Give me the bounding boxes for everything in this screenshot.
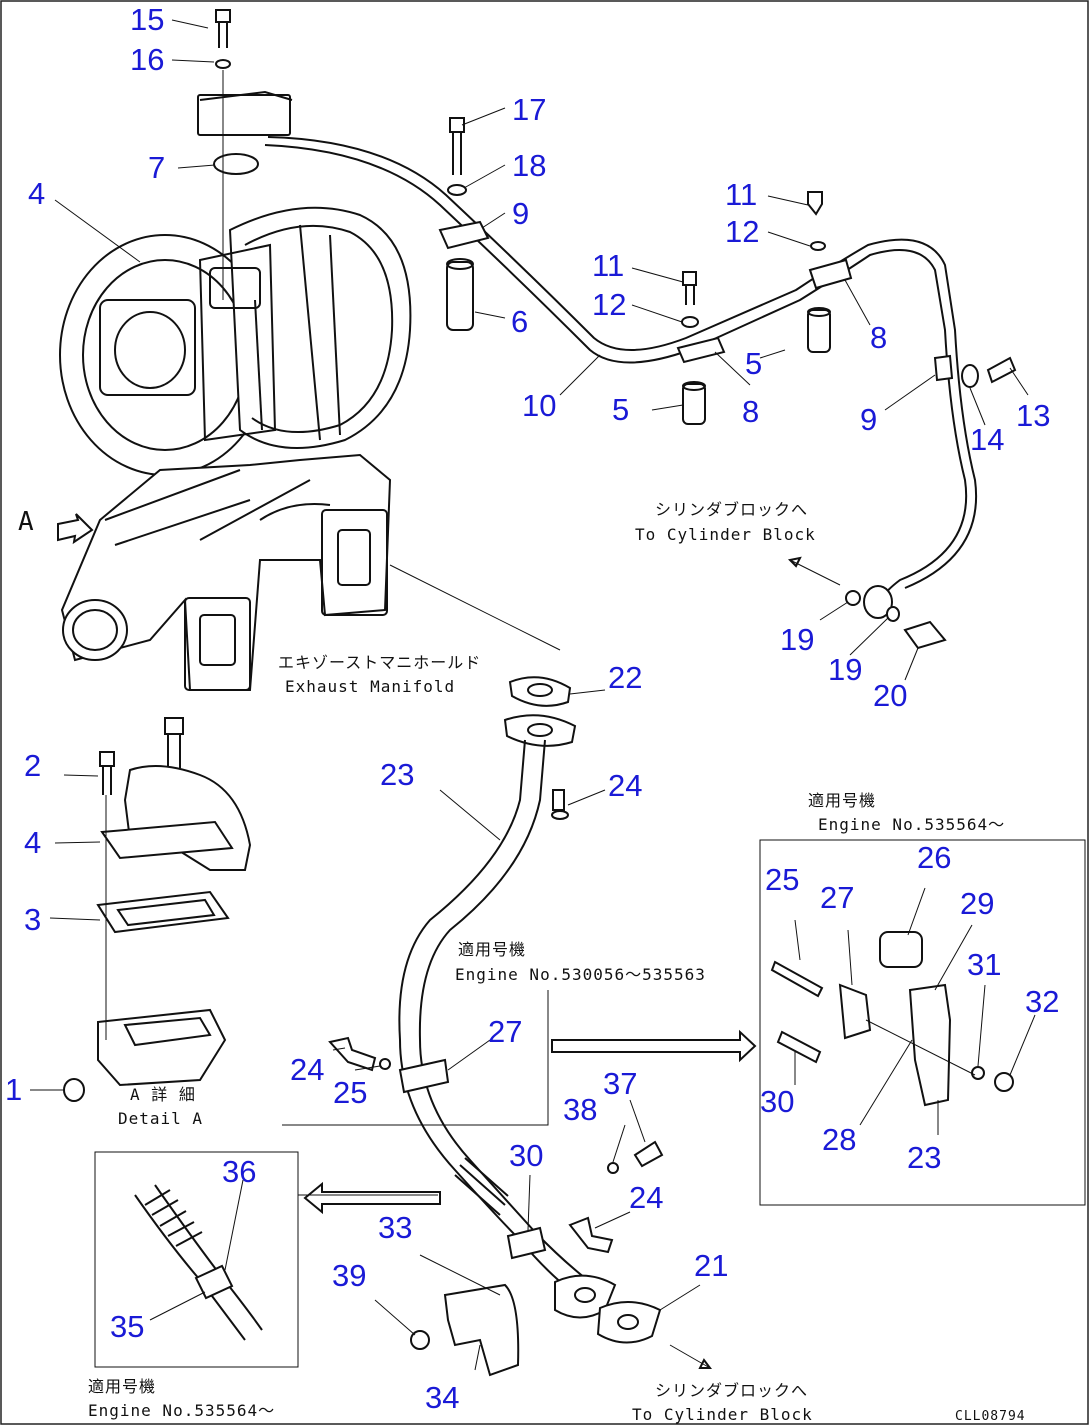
exhaust-manifold-jp-label: エキゾーストマニホールド xyxy=(278,653,481,672)
callout-22: 22 xyxy=(608,660,642,695)
callout-20: 20 xyxy=(873,678,907,713)
turbocharger-drawing xyxy=(59,206,412,476)
callout-29: 29 xyxy=(960,886,994,921)
callout-7: 7 xyxy=(148,150,165,185)
callout-1: 1 xyxy=(5,1072,22,1107)
text-labels: A シリンダブロックへ To Cylinder Block エキゾーストマニホー… xyxy=(18,500,1026,1424)
to-cylinder-block-label: To Cylinder Block xyxy=(635,525,816,544)
callout-31: 31 xyxy=(967,947,1001,982)
exhaust-manifold-drawing xyxy=(60,453,392,691)
applicable-serial-jp-label: 適用号機 xyxy=(458,940,526,959)
applicable-serial-label: Engine No.530056～535563 xyxy=(455,965,706,984)
callout-5: 5 xyxy=(745,346,762,381)
detail-a-jp-label: A 詳 細 xyxy=(130,1085,196,1104)
exhaust-manifold-label: Exhaust Manifold xyxy=(285,677,455,696)
callout-11: 11 xyxy=(592,248,624,283)
leader-lines xyxy=(30,19,1036,1371)
callout-24: 24 xyxy=(629,1180,663,1215)
callout-27: 27 xyxy=(488,1014,522,1049)
callout-38: 38 xyxy=(563,1092,597,1127)
callout-23: 23 xyxy=(380,757,414,792)
to-cylinder-block-label: To Cylinder Block xyxy=(632,1405,813,1424)
callout-24: 24 xyxy=(608,768,642,803)
callout-9: 9 xyxy=(860,402,877,437)
applicable-serial-label: Engine No.535564～ xyxy=(818,815,1005,834)
to-cylinder-block-jp-label: シリンダブロックへ xyxy=(655,1381,808,1400)
callout-24: 24 xyxy=(290,1052,324,1087)
callout-4: 4 xyxy=(24,825,41,860)
callout-3: 3 xyxy=(24,902,41,937)
callout-39: 39 xyxy=(332,1258,366,1293)
callout-numbers: 15 16 7 4 17 18 9 11 12 11 12 8 6 5 8 10… xyxy=(5,2,1059,1415)
callout-17: 17 xyxy=(512,92,546,127)
callout-33: 33 xyxy=(378,1210,412,1245)
figure-code: CLL08794 xyxy=(955,1409,1026,1424)
callout-34: 34 xyxy=(425,1380,459,1415)
callout-13: 13 xyxy=(1016,398,1050,433)
callout-19: 19 xyxy=(828,652,862,687)
callout-12: 12 xyxy=(725,214,759,249)
detail-a-drawing xyxy=(63,717,252,1102)
callout-8: 8 xyxy=(742,394,759,429)
view-arrow-label: A xyxy=(18,507,35,537)
right-detail-box xyxy=(759,839,1086,1206)
oil-tube-upper xyxy=(197,90,978,619)
callout-23: 23 xyxy=(907,1140,941,1175)
callout-14: 14 xyxy=(970,422,1004,457)
callout-36: 36 xyxy=(222,1154,256,1189)
callout-27: 27 xyxy=(820,880,854,915)
callout-4: 4 xyxy=(28,176,45,211)
applicable-serial-label: Engine No.535564～ xyxy=(88,1401,275,1420)
applicable-serial-jp-label: 適用号機 xyxy=(88,1377,156,1396)
callout-16: 16 xyxy=(130,42,164,77)
callout-8: 8 xyxy=(870,320,887,355)
callout-25: 25 xyxy=(333,1075,367,1110)
to-cylinder-block-jp-label: シリンダブロックへ xyxy=(655,500,808,519)
callout-30: 30 xyxy=(760,1084,794,1119)
callout-18: 18 xyxy=(512,148,546,183)
callout-11: 11 xyxy=(725,177,757,212)
callout-9: 9 xyxy=(512,196,529,231)
detail-a-label: Detail A xyxy=(118,1109,203,1128)
callout-6: 6 xyxy=(511,304,528,339)
callout-32: 32 xyxy=(1025,984,1059,1019)
callout-19: 19 xyxy=(780,622,814,657)
callout-37: 37 xyxy=(603,1066,637,1101)
callout-12: 12 xyxy=(592,287,626,322)
oil-return-tube xyxy=(328,676,664,1377)
callout-26: 26 xyxy=(917,840,951,875)
callout-2: 2 xyxy=(24,748,41,783)
callout-35: 35 xyxy=(110,1309,144,1344)
callout-28: 28 xyxy=(822,1122,856,1157)
hardware-top xyxy=(213,9,1017,650)
applicable-serial-jp-label: 適用号機 xyxy=(808,791,876,810)
callout-5: 5 xyxy=(612,392,629,427)
callout-15: 15 xyxy=(130,2,164,37)
callout-21: 21 xyxy=(694,1248,728,1283)
callout-30: 30 xyxy=(509,1138,543,1173)
callout-25: 25 xyxy=(765,862,799,897)
bottom-left-detail-box xyxy=(94,1151,299,1368)
callout-10: 10 xyxy=(522,388,556,423)
